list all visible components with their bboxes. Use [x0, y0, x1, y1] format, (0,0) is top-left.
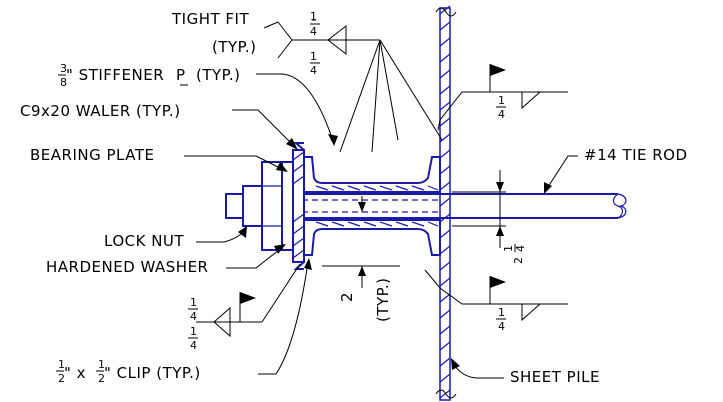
svg-text:TIGHT FIT: TIGHT FIT — [171, 10, 249, 28]
svg-text:2: 2 — [58, 372, 65, 385]
weld-symbol-lower-right: 1 4 — [424, 269, 568, 333]
svg-text:SHEET PILE: SHEET PILE — [510, 368, 600, 386]
svg-text:1: 1 — [190, 296, 197, 309]
svg-text:" CLIP (TYP.): " CLIP (TYP.) — [104, 364, 201, 382]
label-sheet-pile: SHEET PILE — [451, 358, 600, 386]
sheet-pile — [435, 5, 457, 401]
svg-text:C9x20 WALER (TYP.): C9x20 WALER (TYP.) — [20, 102, 181, 120]
svg-text:4: 4 — [310, 25, 317, 38]
svg-text:4: 4 — [498, 108, 505, 121]
weld-symbol-clip: 1 4 1 4 — [188, 263, 301, 352]
bearing-plate — [292, 142, 305, 270]
svg-text:1: 1 — [310, 50, 317, 63]
svg-text:(TYP.): (TYP.) — [212, 38, 257, 56]
svg-text:(TYP.): (TYP.) — [374, 277, 392, 322]
lower-waler — [303, 219, 441, 256]
label-lock-nut: LOCK NUT — [104, 226, 247, 250]
svg-text:1: 1 — [190, 325, 197, 338]
svg-text:1: 1 — [98, 358, 105, 371]
label-hardened-washer: HARDENED WASHER — [46, 244, 286, 276]
svg-text:8: 8 — [60, 76, 67, 89]
svg-text:HARDENED WASHER: HARDENED WASHER — [46, 258, 208, 276]
svg-text:1: 1 — [310, 10, 317, 23]
dimension-2-typ: 2 (TYP.) — [322, 196, 400, 322]
label-bearing-plate: BEARING PLATE — [30, 146, 288, 172]
svg-text:4: 4 — [190, 310, 197, 323]
weld-symbol-upper-right: 1 4 — [437, 64, 568, 131]
svg-text:3: 3 — [60, 62, 67, 75]
svg-text:4: 4 — [514, 245, 527, 252]
label-clip: 1 2 " x 1 2 " CLIP (TYP.) — [56, 258, 312, 385]
svg-text:P: P — [176, 66, 186, 84]
svg-text:4: 4 — [310, 64, 317, 77]
svg-text:" x: " x — [64, 364, 86, 382]
dimension-2-1-4: 2 1 4 — [452, 170, 527, 264]
svg-text:4: 4 — [190, 339, 197, 352]
weld-symbol-tight-fit: 1 4 1 4 — [277, 10, 443, 153]
svg-text:1: 1 — [502, 245, 515, 252]
label-tight-fit: TIGHT FIT (TYP.) — [171, 10, 279, 56]
svg-text:2: 2 — [512, 257, 525, 264]
svg-text:1: 1 — [498, 306, 505, 319]
tie-rod — [262, 193, 627, 219]
label-waler: C9x20 WALER (TYP.) — [20, 102, 298, 150]
svg-text:1: 1 — [498, 94, 505, 107]
svg-text:" STIFFENER: " STIFFENER — [66, 66, 164, 84]
hardened-washer — [281, 161, 294, 251]
label-stiffener: 3 8 " STIFFENER P (TYP.) — [58, 62, 338, 146]
svg-text:4: 4 — [498, 320, 505, 333]
svg-text:(TYP.): (TYP.) — [196, 66, 241, 84]
lock-nut — [225, 161, 283, 251]
svg-text:#14 TIE ROD: #14 TIE ROD — [584, 146, 688, 164]
label-tie-rod: #14 TIE ROD — [544, 146, 688, 194]
svg-text:2: 2 — [98, 372, 105, 385]
svg-text:LOCK NUT: LOCK NUT — [104, 232, 184, 250]
upper-waler — [303, 156, 441, 193]
svg-text:1: 1 — [58, 358, 65, 371]
svg-text:2: 2 — [338, 292, 356, 302]
svg-text:BEARING PLATE: BEARING PLATE — [30, 146, 154, 164]
